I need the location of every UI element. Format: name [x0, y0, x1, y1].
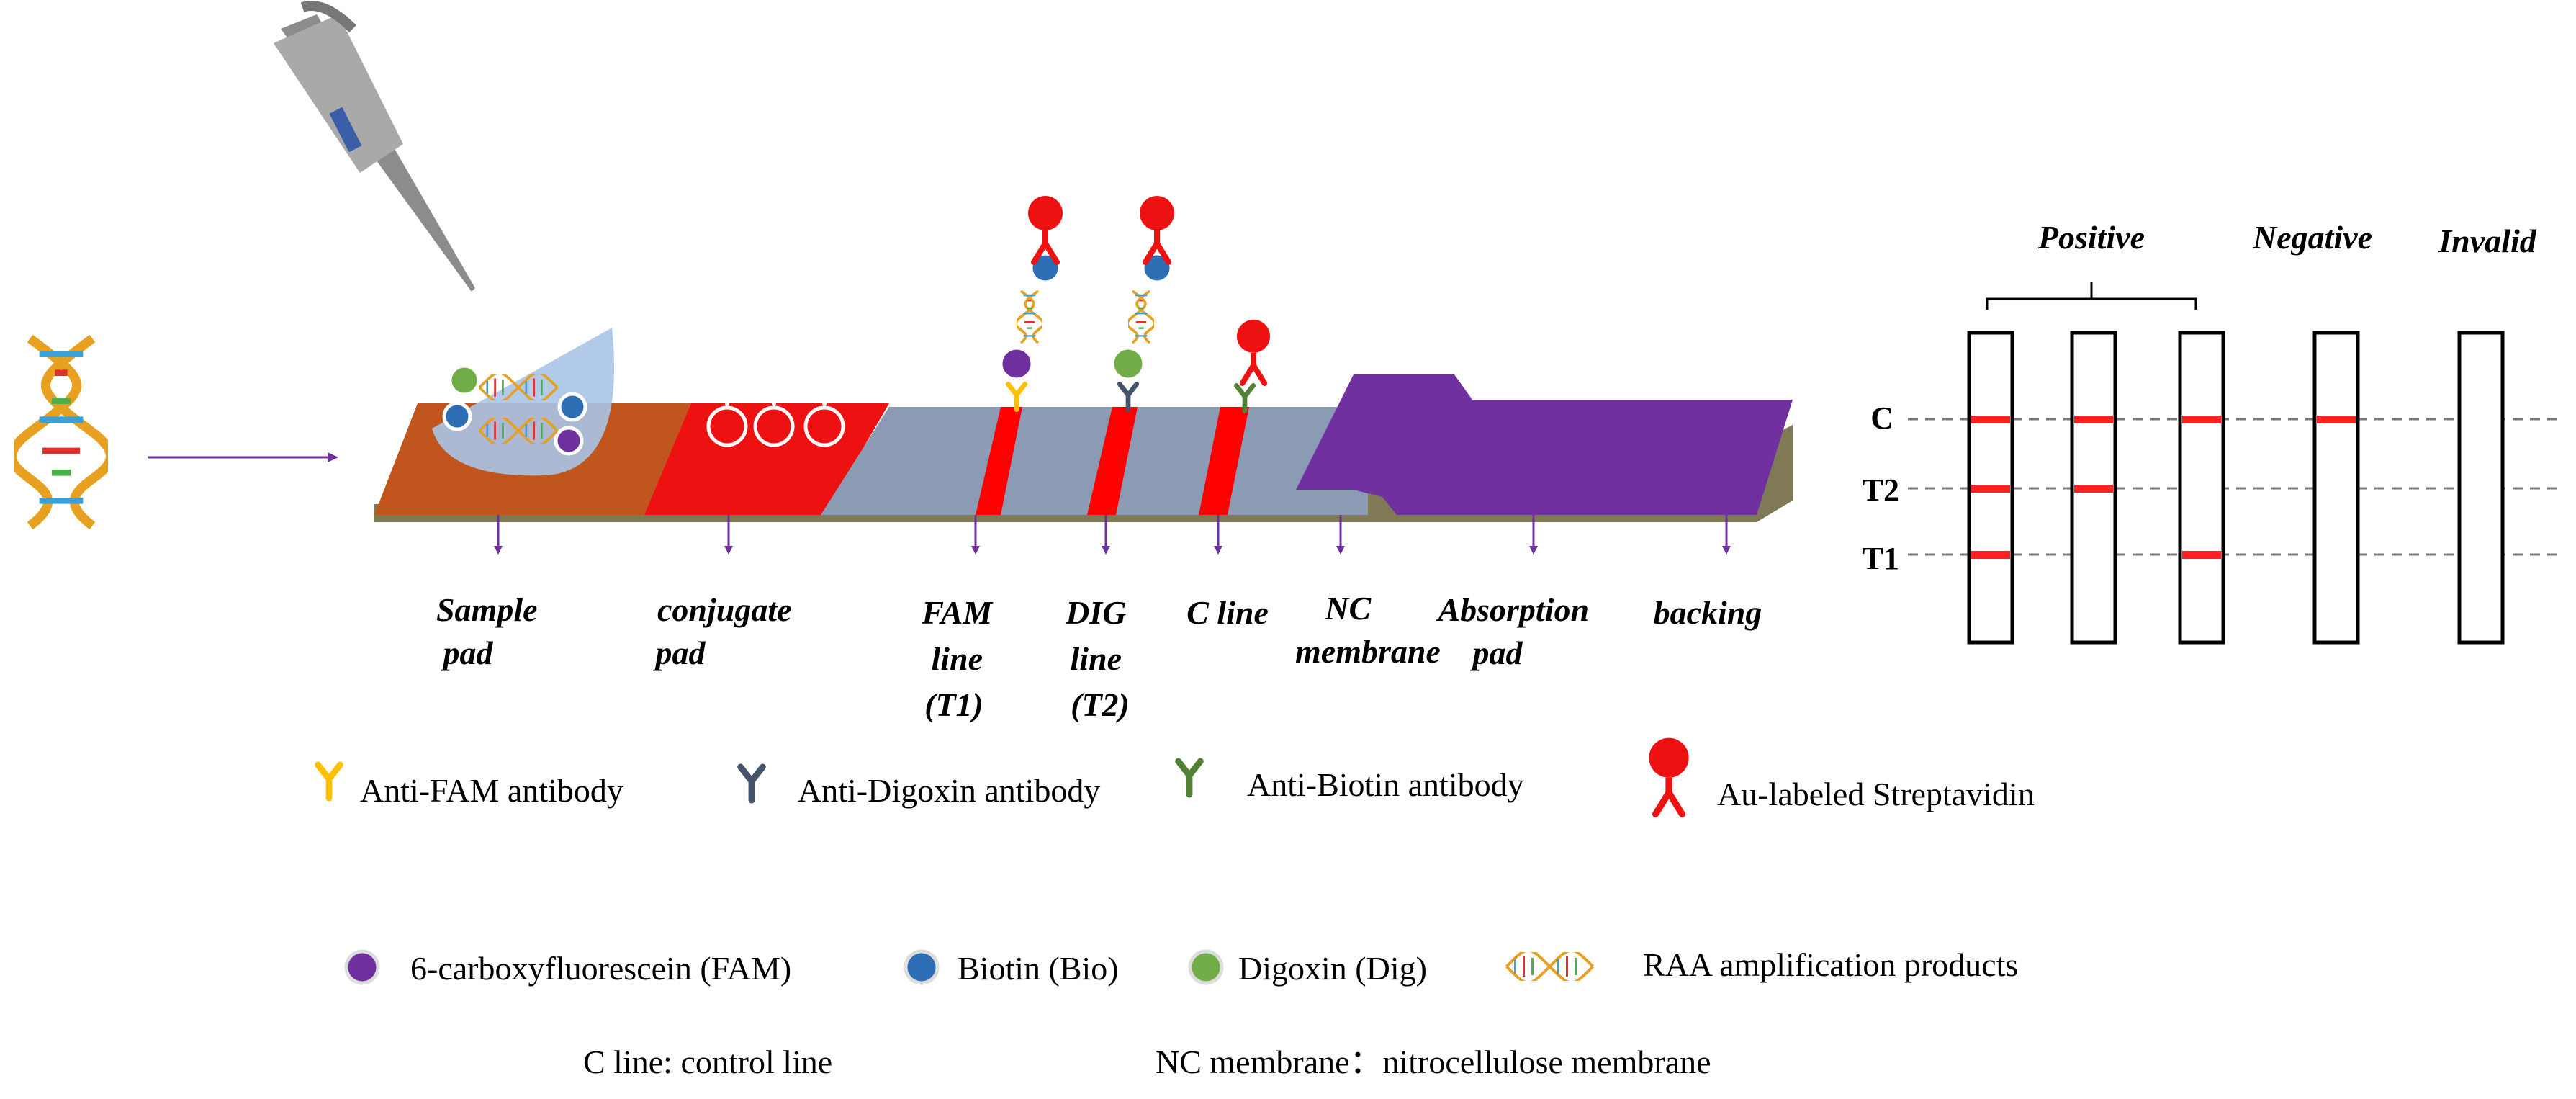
raa-product-icon [1507, 951, 1593, 983]
positive-brace [1986, 282, 2197, 310]
dna-helix-icon [12, 338, 111, 526]
legend-anti-fam: Anti-FAM antibody [360, 772, 623, 809]
dig-line-complex [1110, 196, 1174, 410]
positive-heading: Positive [2037, 219, 2145, 256]
label-nc-membrane: NC membrane [1295, 590, 1441, 670]
zone-t1-label: T1 [1863, 541, 1899, 576]
legend-fam: 6-carboxyfluorescein (FAM) [410, 950, 791, 987]
zone-c-label: C [1870, 400, 1893, 436]
legend-digoxin: Digoxin (Dig) [1238, 950, 1427, 987]
anti-fam-antibody-icon [318, 765, 341, 798]
dig-test-line [1087, 407, 1138, 515]
pipette-icon [274, 1, 475, 292]
c-line-complex [1236, 320, 1270, 411]
legend-raa: RAA amplification products [1643, 946, 2018, 983]
label-pointers [494, 511, 1731, 555]
strip-positive-3 [2178, 331, 2225, 645]
anti-biotin-antibody-icon [1179, 761, 1201, 794]
fam-test-line [976, 407, 1022, 515]
digoxin-dot-icon [1188, 949, 1224, 985]
label-conjugate-pad: conjugate pad [653, 591, 801, 671]
fam-line-complex [999, 196, 1063, 410]
anti-digoxin-antibody-icon [741, 767, 763, 800]
conjugate-particles [706, 382, 845, 447]
strip-negative [2312, 331, 2360, 645]
zone-t2-label: T2 [1863, 472, 1899, 508]
note-nc-membrane: NC membrane：nitrocellulose membrane [1156, 1044, 1711, 1080]
result-strips [1967, 331, 2505, 645]
absorption-pad [1296, 374, 1793, 515]
label-fam-line: FAM line (T1) [921, 594, 1001, 723]
label-dig-line: DIG line (T2) [1065, 594, 1135, 723]
label-backing: backing [1654, 594, 1762, 631]
streptavidin-icon [1649, 738, 1688, 815]
legend-anti-dig: Anti-Digoxin antibody [798, 772, 1100, 809]
invalid-heading: Invalid [2438, 223, 2536, 259]
legend-anti-biotin: Anti-Biotin antibody [1247, 766, 1524, 803]
legend-au-strep: Au-labeled Streptavidin [1717, 776, 2035, 812]
biotin-dot-icon [904, 949, 940, 985]
sample-drop [432, 328, 615, 476]
note-c-line: C line: control line [583, 1044, 832, 1080]
label-c-line: C line [1186, 594, 1269, 631]
strip-invalid [2457, 331, 2505, 645]
negative-heading: Negative [2252, 219, 2372, 256]
legend-biotin: Biotin (Bio) [958, 950, 1119, 987]
fam-dot-icon [344, 949, 380, 985]
zone-guides [1908, 418, 2563, 556]
label-sample-pad: Sample pad [436, 591, 546, 671]
control-line [1199, 407, 1249, 515]
sample-particles [442, 364, 587, 456]
label-absorption-pad: Absorption pad [1436, 591, 1597, 671]
